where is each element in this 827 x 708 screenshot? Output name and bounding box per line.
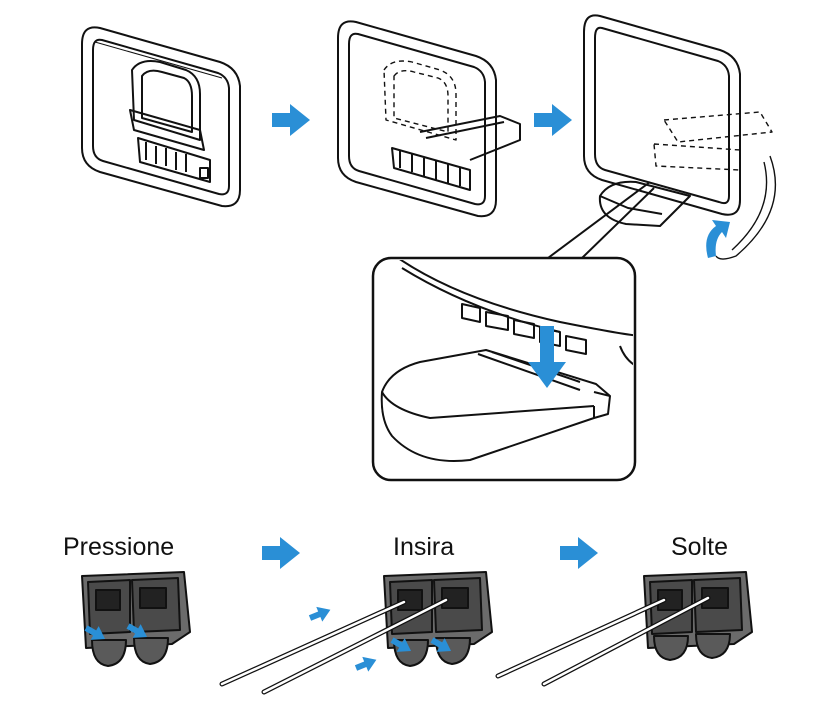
terminal-step-1	[81, 571, 191, 667]
step-arrow-1	[272, 104, 310, 136]
terminal-step-2	[383, 571, 493, 667]
rotate-arrow-icon	[706, 220, 730, 258]
zoom-connector	[547, 181, 655, 259]
antenna-step-1	[81, 26, 241, 208]
step-arrow-4	[560, 537, 598, 569]
antenna-loop-outer	[81, 26, 241, 208]
step-arrow-3	[262, 537, 300, 569]
antenna-stand-open	[419, 115, 521, 161]
antenna-base	[137, 137, 211, 183]
speaker-wires-locked	[495, 595, 711, 687]
antenna-stand	[131, 60, 201, 141]
speaker-wires-insert	[219, 597, 449, 695]
detail-zoom-panel	[371, 256, 637, 482]
antenna-foot	[598, 180, 691, 227]
step-label-release: Solte	[671, 533, 728, 561]
step-label-insert: Insira	[393, 533, 455, 561]
terminal-step-3	[643, 571, 753, 661]
step-arrow-2	[534, 104, 572, 136]
antenna-step-2	[337, 20, 521, 218]
antenna-loop-inner	[92, 38, 230, 196]
antenna-step-3	[583, 14, 777, 260]
step-label-press: Pressione	[63, 533, 175, 561]
press-down-arrow-icon	[528, 326, 566, 388]
insert-arrow-icon	[353, 652, 380, 676]
insert-arrow-icon	[307, 602, 334, 626]
